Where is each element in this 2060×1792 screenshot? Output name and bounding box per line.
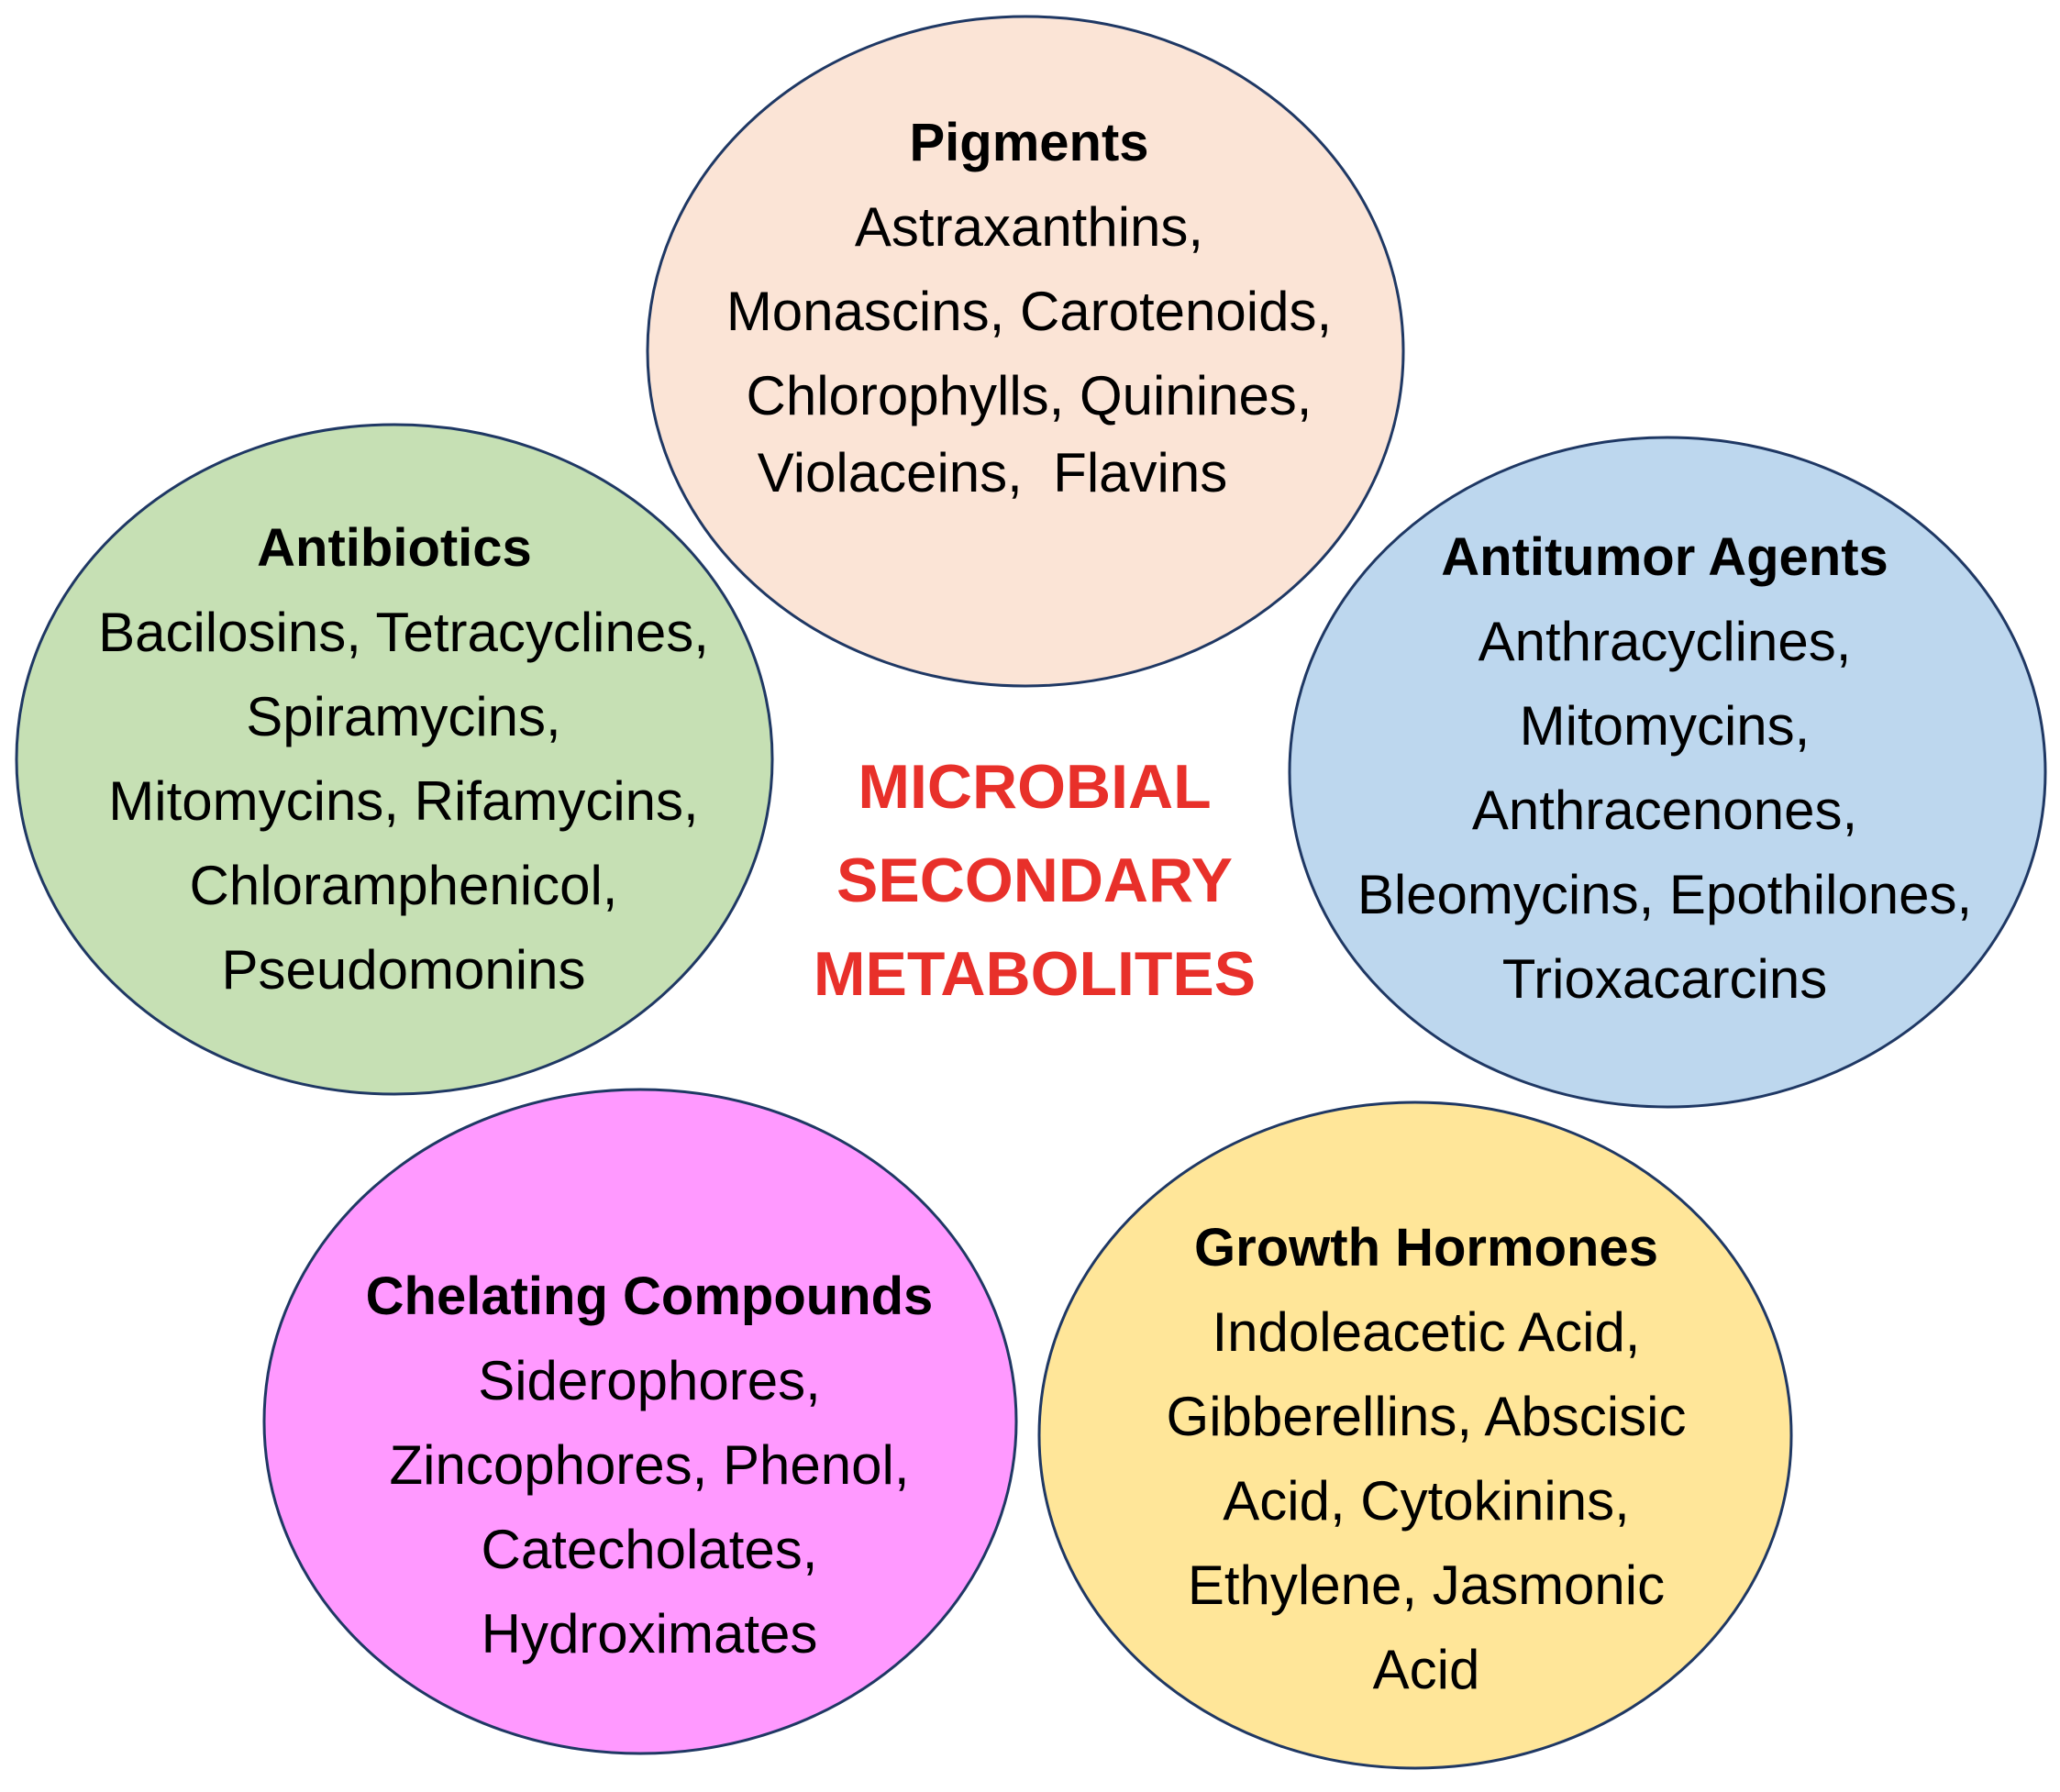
chelating-node: Chelating Compounds Siderophores, Zincop… [262,1088,1018,1755]
antibiotics-line-1: Bacilosins, Tetracyclines, [98,602,709,663]
pigments-title: Pigments [909,113,1148,172]
antitumor-line-3: Anthracenones, [1472,780,1857,841]
antitumor-node: Antitumor Agents Anthracyclines, Mitomyc… [1288,436,2047,1109]
chelating-line-1: Siderophores, [478,1350,821,1411]
center-title-line-3: METABOLITES [814,939,1256,1009]
antitumor-line-2: Mitomycins, [1520,695,1811,757]
antibiotics-title: Antibiotics [257,518,532,578]
center-title-line-1: MICROBIAL [858,752,1211,822]
growth-line-3: Acid, Cytokinins, [1223,1470,1630,1532]
antitumor-line-1: Anthracyclines, [1479,611,1852,672]
antibiotics-line-3: Mitomycins, Rifamycins, [108,770,698,832]
pigments-line-2: Monascins, Carotenoids, [726,281,1332,342]
growth-circle [1037,1101,1793,1770]
pigments-line-3: Chlorophylls, Quinines, [747,365,1312,426]
center-title-line-2: SECONDARY [836,846,1233,915]
growth-line-4: Ethylene, Jasmonic [1188,1554,1665,1616]
chelating-line-3: Catecholates, [482,1519,818,1580]
pigments-line-1: Astraxanthins, [855,196,1203,258]
chelating-circle [262,1088,1018,1755]
growth-node: Growth Hormones Indoleacetic Acid, Gibbe… [1037,1101,1793,1770]
antibiotics-node: Antibiotics Bacilosins, Tetracyclines, S… [15,423,774,1096]
antibiotics-line-2: Spiramycins, [246,686,560,747]
pigments-node: Pigments Astraxanthins, Monascins, Carot… [646,15,1405,688]
antibiotics-line-4: Chloramphenicol, [190,855,618,916]
antitumor-line-4: Bleomycins, Epothilones, [1357,864,1972,925]
center-title: MICROBIAL SECONDARY METABOLITES [814,752,1256,1009]
antitumor-line-5: Trioxacarcins [1502,948,1828,1010]
antibiotics-line-5: Pseudomonins [222,939,586,1001]
pigments-circle [646,15,1405,688]
growth-title: Growth Hormones [1194,1218,1658,1278]
chelating-line-4: Hydroximates [482,1603,818,1665]
pigments-line-4: Violaceins, Flavins [758,442,1227,503]
growth-line-5: Acid [1373,1639,1480,1700]
antitumor-circle [1288,436,2047,1109]
antibiotics-circle [15,423,774,1096]
chelating-line-2: Zincophores, Phenol, [389,1434,909,1496]
chelating-title: Chelating Compounds [366,1267,934,1326]
growth-line-2: Gibberellins, Abscisic [1167,1386,1687,1447]
antitumor-title: Antitumor Agents [1441,527,1888,587]
growth-line-1: Indoleacetic Acid, [1213,1301,1641,1363]
